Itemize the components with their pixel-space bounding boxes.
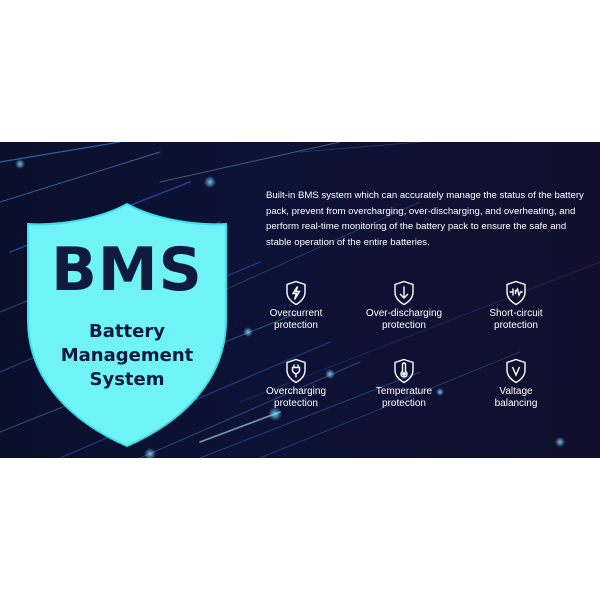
thermometer-shield-icon bbox=[394, 358, 414, 384]
feature-label: protection bbox=[382, 320, 426, 331]
feature-label: Overcurrent bbox=[269, 308, 323, 319]
feature-label: Valtage bbox=[499, 386, 533, 397]
bms-shield: BMS Battery Management System bbox=[22, 200, 232, 450]
feature-overcharging: Overcharging protection bbox=[246, 358, 346, 410]
down-arrow-shield-icon bbox=[394, 280, 414, 306]
circuit-shield-icon bbox=[506, 280, 526, 306]
feature-label: protection bbox=[494, 320, 538, 331]
shield-subtitle-line: System bbox=[89, 369, 165, 390]
plug-shield-icon bbox=[286, 358, 306, 384]
description-text: Built-in BMS system which can accurately… bbox=[266, 190, 584, 248]
shield-title: BMS bbox=[51, 235, 203, 305]
shield-subtitle-line: Management bbox=[60, 345, 194, 366]
feature-voltage-balancing: Valtage balancing bbox=[466, 358, 566, 410]
feature-label: protection bbox=[382, 398, 426, 409]
feature-label: Over-discharging bbox=[365, 308, 443, 319]
feature-label: Overcharging bbox=[265, 386, 327, 397]
lightning-shield-icon bbox=[286, 280, 306, 306]
feature-label: balancing bbox=[494, 398, 538, 409]
feature-temperature: Temperature protection bbox=[354, 358, 454, 410]
feature-overcurrent: Overcurrent protection bbox=[246, 280, 346, 332]
feature-label: Temperature bbox=[375, 386, 433, 397]
feature-label: protection bbox=[274, 320, 318, 331]
shield-subtitle: Battery Management System bbox=[22, 320, 232, 392]
feature-label: protection bbox=[274, 398, 318, 409]
bms-banner: BMS Battery Management System Built-in B… bbox=[0, 142, 600, 458]
feature-over-discharging: Over-discharging protection bbox=[354, 280, 454, 332]
feature-short-circuit: Short-circuit protection bbox=[466, 280, 566, 332]
shield-icon bbox=[27, 202, 227, 448]
feature-label: Short-circuit bbox=[489, 308, 543, 319]
voltage-shield-icon bbox=[506, 358, 526, 384]
shield-subtitle-line: Battery bbox=[89, 321, 165, 342]
